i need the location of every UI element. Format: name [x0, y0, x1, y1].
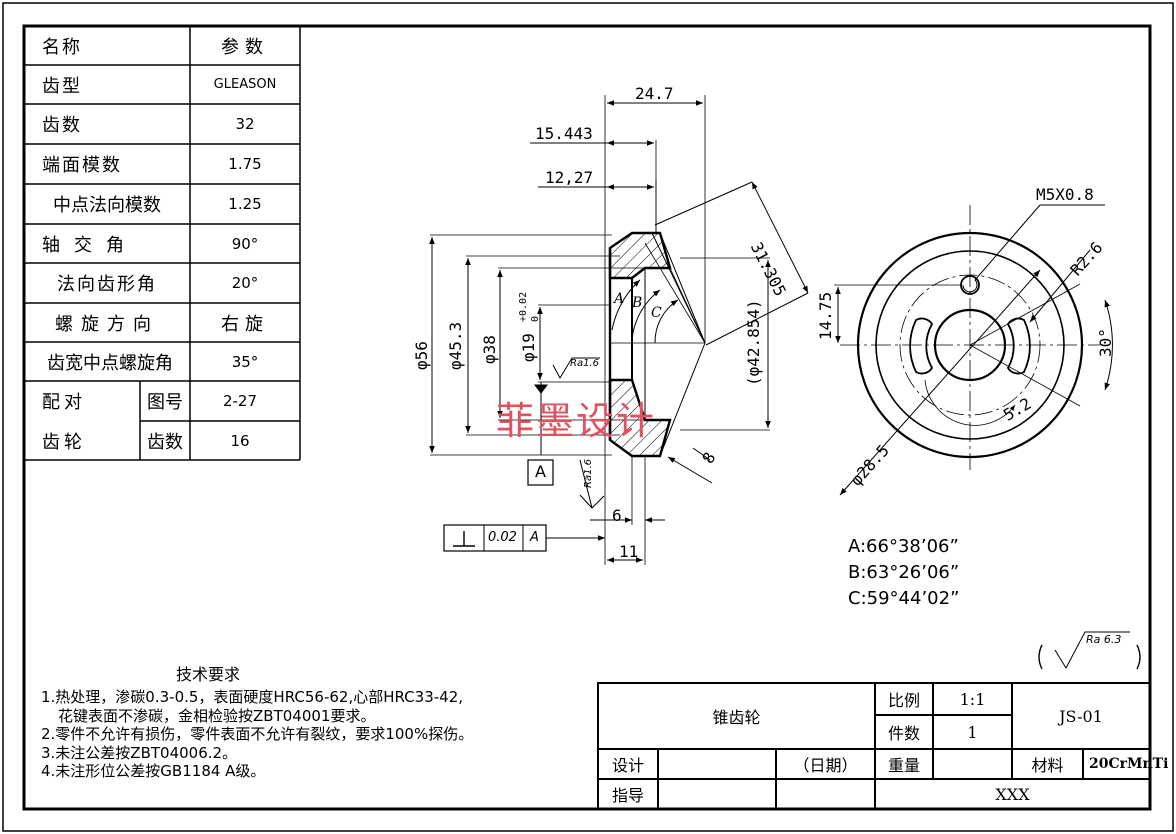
dim-12-27: 12,27	[545, 168, 594, 187]
param-row-shaft-angle-value: 90°	[231, 234, 259, 253]
param-header-value: 参数	[221, 36, 269, 58]
watermark-text: 菲墨设计	[496, 399, 657, 443]
param-row-hand-value: 右旋	[221, 313, 269, 335]
title-guide-label: 指导	[611, 786, 644, 805]
title-design-label: 设计	[611, 756, 644, 775]
angle-label-c: C	[651, 305, 662, 321]
param-row-teeth-label: 齿数	[42, 115, 82, 136]
param-mate-label-a: 配对	[42, 392, 86, 413]
title-scale-label: 比例	[887, 691, 920, 710]
dim-11: 11	[619, 542, 639, 561]
tech-req-title: 技术要求	[176, 665, 241, 684]
dim-dia-19-tol-upper: +0.02	[518, 291, 529, 322]
bevel-gear-section	[430, 95, 770, 565]
param-row-module-value: 1.75	[228, 155, 262, 173]
param-mate-teeth-value: 16	[230, 431, 250, 450]
roughness-ra-bore: Ra1.6	[570, 358, 599, 369]
param-row-tooth-form-value: GLEASON	[213, 77, 277, 92]
datum-a-label: A	[535, 462, 546, 481]
title-qty-value: 1	[967, 722, 978, 742]
title-material-value: 20CrMnTi	[1089, 756, 1169, 772]
param-row-spiral-angle-label: 齿宽中点螺旋角	[47, 352, 173, 374]
param-mate-sub-teeth: 齿数	[147, 431, 183, 453]
param-mate-label-b: 齿轮	[42, 431, 86, 453]
front-view	[834, 204, 1113, 496]
title-material-label: 材料	[1031, 756, 1064, 775]
param-row-hand-label: 螺旋方向	[55, 313, 159, 335]
dim-dia-56: φ56	[412, 341, 431, 370]
angle-note-c: C:59°44’02”	[848, 588, 960, 609]
param-row-normal-module-value: 1.25	[228, 195, 262, 213]
roughness-ra-face: Ra1.6	[583, 459, 594, 488]
title-qty-label: 件数	[887, 724, 920, 743]
param-row-spiral-angle-value: 35°	[231, 352, 259, 371]
param-table-grid	[24, 26, 301, 461]
angle-label-b: B	[632, 295, 643, 311]
title-weight-label: 重量	[887, 756, 920, 775]
dim-m5-thread: M5X0.8	[1036, 185, 1094, 204]
tech-req-line-2: 花键表面不渗碳，金相检验按ZBT04001要求。	[58, 707, 376, 725]
general-roughness-symbol	[1038, 631, 1141, 670]
tech-req-line-4: 3.未注公差按ZBT04006.2。	[41, 744, 238, 762]
general-roughness-value: Ra 6.3	[1086, 633, 1122, 646]
title-organization: XXX	[995, 784, 1030, 804]
tech-req-line-5: 4.未注形位公差按GB1184 A级。	[41, 762, 266, 780]
title-date-label: （日期）	[793, 756, 858, 775]
dim-dia-38: φ38	[480, 335, 499, 364]
angle-note-b: B:63°26’06”	[848, 562, 960, 583]
dim-30-deg: 30°	[1096, 328, 1115, 357]
dim-dia-19-tol-lower: 0	[530, 315, 541, 322]
dim-dia-42-854: (φ42.854)	[744, 299, 763, 386]
param-header-name: 名称	[42, 36, 82, 58]
param-mate-drawing-value: 2-27	[222, 392, 258, 410]
tech-req-line-3: 2.零件不允许有损伤，零件表面不允许有裂纹，要求100%探伤。	[41, 725, 474, 743]
param-row-shaft-angle-label: 轴交角	[42, 234, 138, 256]
tech-req-line-1: 1.热处理，渗碳0.3-0.5，表面硬度HRC56-62,心部HRC33-42,	[41, 688, 464, 706]
param-row-pressure-angle-value: 20°	[231, 274, 259, 292]
tolerance-value: 0.02	[488, 530, 517, 545]
param-mate-sub-drawing: 图号	[147, 392, 183, 413]
dim-15-443: 15.443	[535, 124, 593, 143]
title-block-grid	[597, 682, 1151, 810]
param-row-teeth-value: 32	[235, 115, 255, 133]
param-row-normal-module-label: 中点法向模数	[53, 195, 161, 216]
dimension-lines	[429, 100, 809, 563]
title-scale-value: 1:1	[959, 689, 986, 709]
dim-14-75: 14.75	[816, 291, 835, 340]
dim-dia-45-3: φ45.3	[446, 321, 465, 370]
title-drawing-number: JS-01	[1059, 706, 1103, 726]
tolerance-datum: A	[530, 530, 539, 545]
param-row-tooth-form-label: 齿型	[42, 75, 82, 97]
dim-24-7: 24.7	[635, 84, 674, 103]
angle-note-a: A:66°38’06”	[848, 536, 959, 557]
param-row-module-label: 端面模数	[42, 155, 122, 176]
dim-dia-19: φ19	[519, 333, 538, 362]
param-row-pressure-angle-label: 法向齿形角	[57, 274, 157, 295]
title-part-name: 锥齿轮	[712, 708, 761, 727]
angle-label-a: A	[614, 291, 625, 307]
dim-6: 6	[612, 506, 622, 525]
inner-frame	[22, 24, 1152, 811]
